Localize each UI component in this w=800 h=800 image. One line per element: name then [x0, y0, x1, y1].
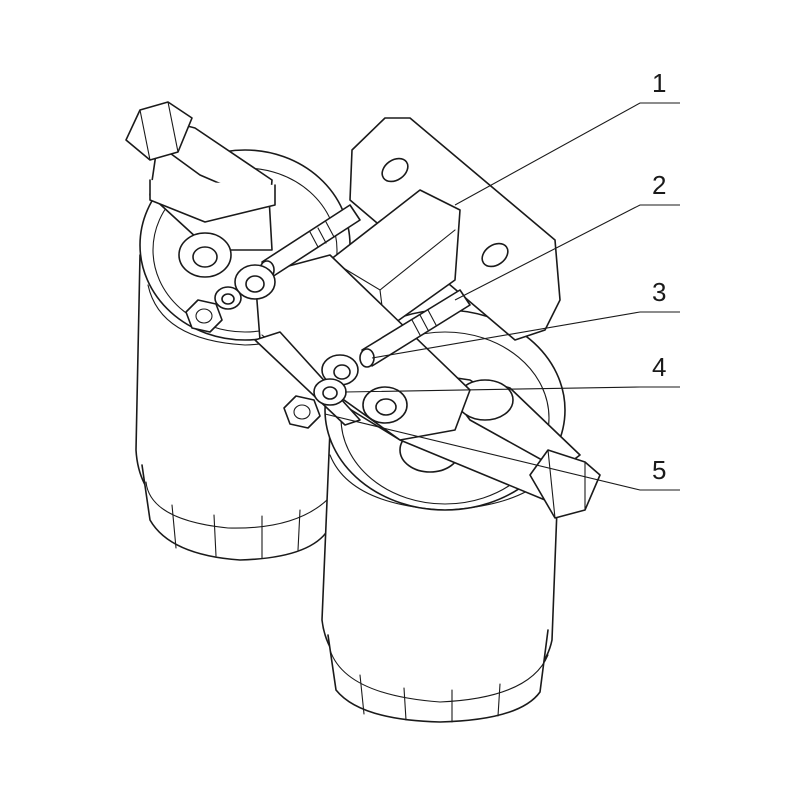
right-hex-plug: [529, 449, 601, 519]
left-hex-plug: [125, 101, 193, 161]
leader-2: [454, 204, 680, 301]
callout-numbers: 1 2 3 4 5: [652, 68, 666, 485]
left-head-housing: [149, 124, 276, 251]
left-lock-washer: [214, 286, 242, 310]
leader-3: [371, 311, 680, 359]
callout-label-1: 1: [652, 68, 666, 98]
callout-label-3: 3: [652, 277, 666, 307]
right-spring-washer: [313, 378, 347, 406]
callout-label-2: 2: [652, 170, 666, 200]
right-large-washer: [362, 386, 408, 424]
left-hex-nut: [185, 299, 223, 333]
callout-leader-lines: [324, 102, 680, 491]
right-hex-nut: [283, 395, 321, 429]
callout-label-4: 4: [652, 352, 666, 382]
leader-5: [324, 413, 680, 491]
leader-1: [454, 102, 680, 206]
lower-stud-bolt: [359, 289, 471, 368]
callout-label-5: 5: [652, 455, 666, 485]
left-spring-washer: [234, 264, 276, 300]
right-flat-washer: [321, 354, 359, 386]
left-flat-washer: [178, 232, 232, 278]
leader-4: [344, 386, 680, 393]
